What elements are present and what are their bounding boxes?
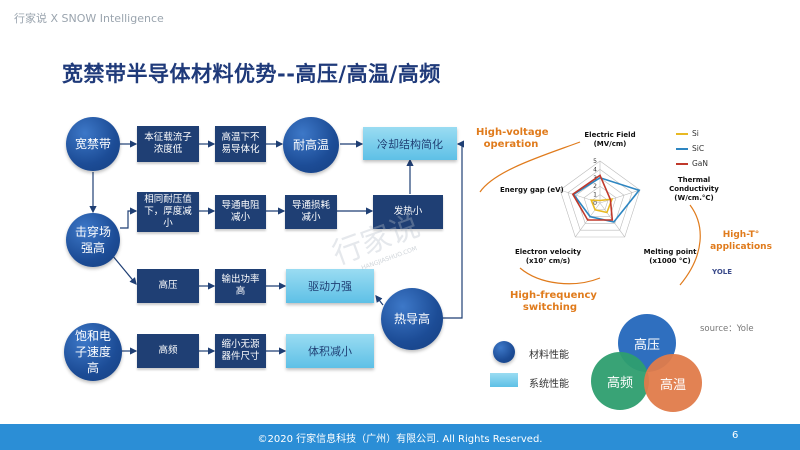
volume-reduced-box: 体积减小 [286, 334, 374, 368]
radar-grid-ring [575, 177, 625, 224]
radar-grid-ring [559, 160, 641, 238]
high-temp-resist-node: 耐高温 [283, 117, 339, 173]
bracket-high-freq [519, 267, 601, 285]
breakdown-field-node: 击穿场 强高 [66, 213, 120, 267]
radar-tick-label: 0 [593, 200, 597, 207]
radar-legend-sic: SiC [676, 144, 704, 153]
radar-axis-label-1: Thermal Conductivity (W/cm.°C) [669, 176, 719, 202]
low-loss-box: 导通损耗 减小 [285, 195, 337, 229]
radar-grid-ring [567, 169, 633, 231]
output-power-box: 输出功率 高 [215, 269, 266, 303]
source-note: source：Yole [700, 324, 754, 334]
page-number: 6 [732, 430, 739, 441]
radar-series-gan [571, 174, 614, 221]
wide-bandgap-node: 宽禁带 [66, 117, 120, 171]
radar-tick-label: 4 [593, 166, 597, 173]
radar-tick-label: 1 [593, 192, 597, 199]
annotation-high-voltage: High-voltage operation [476, 127, 549, 150]
radar-tick-label: 5 [593, 158, 597, 165]
bracket-high-voltage [479, 141, 581, 193]
less-heat-box: 发热小 [373, 195, 443, 229]
legend-system-label: 系统性能 [529, 379, 569, 390]
hard-intrinsic-box: 高温下不 易导体化 [215, 126, 266, 162]
heat-conduct-node: 热导高 [381, 288, 443, 350]
bracket-high-t [679, 204, 701, 286]
cooling-simplified-box: 冷却结构简化 [363, 127, 457, 160]
annotation-high-freq: High-frequency switching [510, 290, 597, 313]
brand-header: 行家说 X SNOW Intelligence [14, 12, 164, 25]
footer-copyright: ©2020 行家信息科技（广州）有限公司. All Rights Reserve… [257, 434, 543, 445]
yole-logo: YOLE [712, 268, 733, 276]
intrinsic-carrier-box: 本征载流子 浓度低 [137, 126, 199, 162]
radar-axis-label-0: Electric Field (MV/cm) [584, 131, 636, 148]
legend-material-label: 材料性能 [529, 350, 569, 361]
radar-grid-ring [583, 185, 617, 217]
high-voltage-box: 高压 [137, 269, 199, 303]
radar-axis-line [599, 189, 641, 204]
high-freq-box: 高频 [137, 334, 199, 368]
radar-axis-label-3: Electron velocity (x10⁷ cm/s) [514, 248, 582, 265]
small-passive-box: 缩小无源 器件尺寸 [215, 334, 266, 368]
legend-material-swatch [493, 341, 515, 363]
thin-layer-box: 相同耐压值 下，厚度减 小 [137, 192, 199, 232]
venn-high-freq: 高频 [591, 352, 649, 410]
legend-system-swatch [490, 373, 518, 387]
radar-axis-label-2: Melting point (x1000 °C) [643, 248, 697, 265]
saturation-velocity-node: 饱和电 子速度 高 [64, 323, 122, 381]
radar-legend-gan: GaN [676, 159, 708, 168]
radar-tick-label: 2 [593, 183, 597, 190]
radar-legend-si: Si [676, 129, 699, 138]
radar-axis-label-4: Energy gap (eV) [500, 186, 564, 194]
venn-high-temp: 高温 [644, 354, 702, 412]
page-title: 宽禁带半导体材料优势--高压/高温/高频 [62, 62, 441, 86]
annotation-high-t: High-T° applications [710, 230, 772, 252]
footer-bar [0, 424, 800, 450]
driving-strong-box: 驱动力强 [286, 269, 374, 303]
low-resistance-box: 导通电阻 减小 [215, 195, 266, 229]
